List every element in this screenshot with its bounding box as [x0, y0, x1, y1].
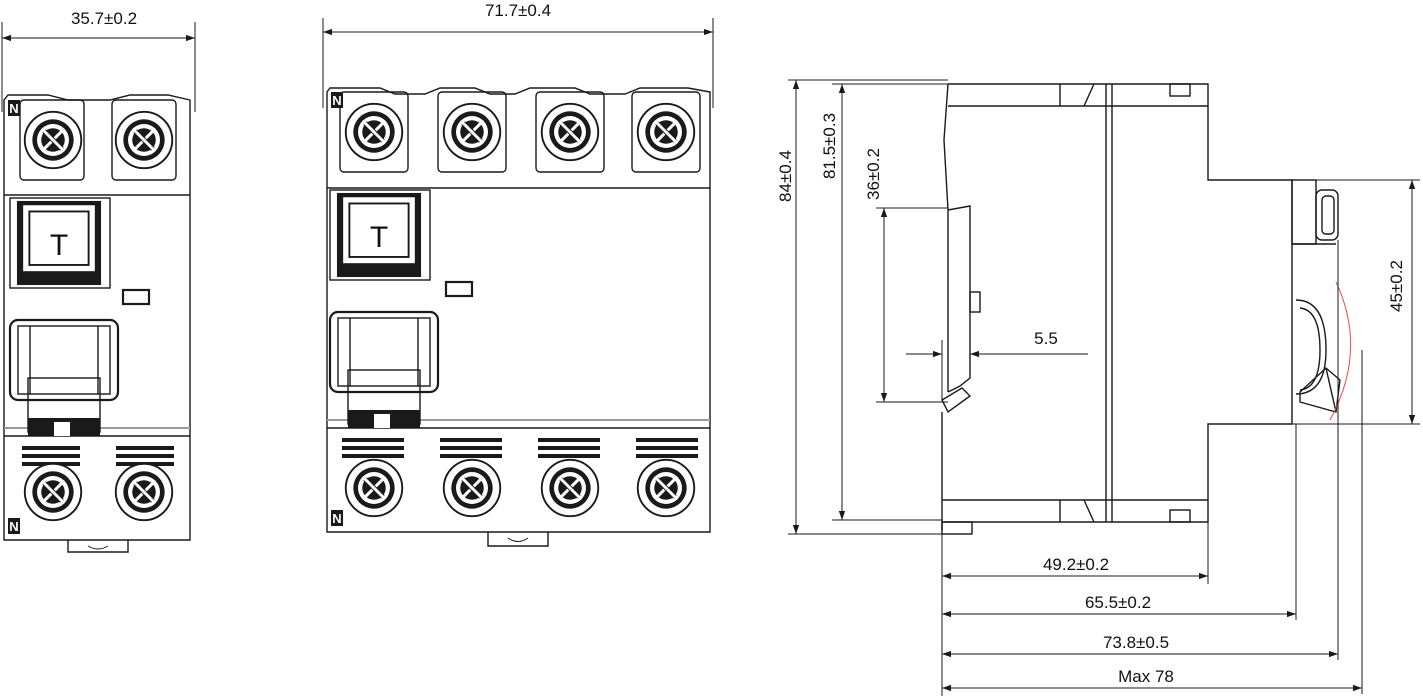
toggle-lever: [8, 318, 120, 402]
depth-max-label: Max 78: [1118, 667, 1174, 686]
width-dimension-label: 35.7±0.2: [71, 9, 137, 28]
terminal-screw-icon: [344, 102, 404, 162]
neutral-marker-top: N: [9, 101, 18, 116]
rail-height-label: 36±0.2: [864, 148, 883, 200]
height-body-label: 81.5±0.3: [820, 113, 839, 179]
device-outline: [326, 87, 711, 533]
device-body-outline: [942, 83, 1293, 523]
front-view-2-pole: 35.7±0.2 N T: [1, 9, 196, 553]
neutral-marker-top: N: [332, 93, 341, 108]
terminal-screw-icon: [636, 102, 696, 162]
depth-3-label: 73.8±0.5: [1103, 633, 1169, 652]
front-height-label: 45±0.2: [1387, 260, 1406, 312]
front-protrusion: [1291, 179, 1317, 245]
status-indicator-window: [444, 280, 474, 298]
terminal-screw-icon: [114, 462, 174, 522]
height-total-label: 84±0.4: [776, 150, 795, 202]
width-dimension-label: 71.7±0.4: [485, 1, 551, 20]
rail-gap-label: 5.5: [1034, 329, 1058, 348]
depth-1-label: 49.2±0.2: [1043, 555, 1109, 574]
terminal-screw-icon: [23, 110, 83, 170]
terminal-screw-icon: [442, 102, 502, 162]
terminal-screw-icon: [23, 462, 83, 522]
neutral-marker-bottom: N: [9, 519, 18, 534]
front-view-4-pole: 71.7±0.4 N T: [322, 1, 714, 547]
terminal-screw-icon: [540, 458, 600, 518]
terminal-screw-icon: [344, 458, 404, 518]
din-clip: [487, 532, 549, 547]
terminal-screw-icon: [636, 458, 696, 518]
side-view: 84±0.4 81.5±0.3 36±0.2 5.5 45±0.2 49.2±0…: [776, 79, 1420, 696]
depth-2-label: 65.5±0.2: [1085, 593, 1151, 612]
terminal-screw-icon: [540, 102, 600, 162]
terminal-screw-icon: [442, 458, 502, 518]
terminal-screw-icon: [114, 110, 174, 170]
test-button-label: T: [50, 229, 68, 262]
din-clip: [67, 540, 129, 553]
toggle-lever: [328, 310, 440, 394]
test-button-label: T: [370, 221, 388, 254]
neutral-marker-bottom: N: [332, 511, 341, 526]
status-indicator-window: [121, 288, 151, 306]
